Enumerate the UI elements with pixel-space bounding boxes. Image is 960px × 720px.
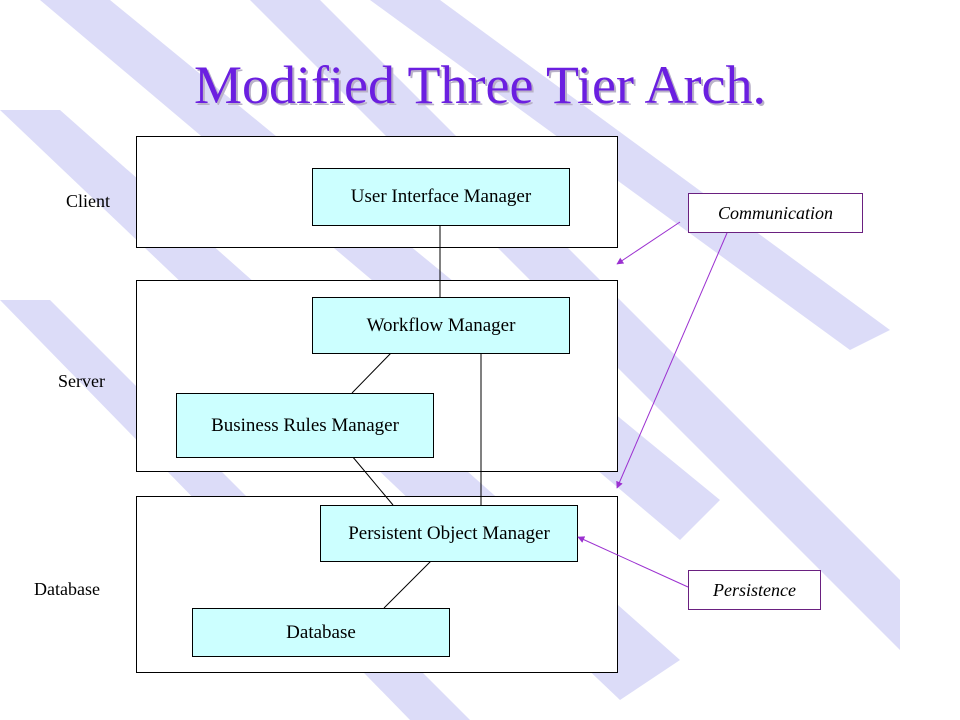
stripe bbox=[370, 0, 890, 350]
client-tier-label: Client bbox=[66, 191, 110, 211]
page-title: Modified Three Tier Arch. bbox=[194, 55, 766, 115]
business-rules-manager-box: Business Rules Manager bbox=[176, 393, 434, 458]
database-box: Database bbox=[192, 608, 450, 657]
workflow-manager-box: Workflow Manager bbox=[312, 297, 570, 354]
server-tier-label: Server bbox=[58, 371, 105, 391]
persistence-callout: Persistence bbox=[688, 570, 821, 610]
persistent-object-manager-box: Persistent Object Manager bbox=[320, 505, 578, 562]
database-tier-label: Database bbox=[34, 579, 100, 599]
communication-callout: Communication bbox=[688, 193, 863, 233]
user-interface-manager-box: User Interface Manager bbox=[312, 168, 570, 226]
